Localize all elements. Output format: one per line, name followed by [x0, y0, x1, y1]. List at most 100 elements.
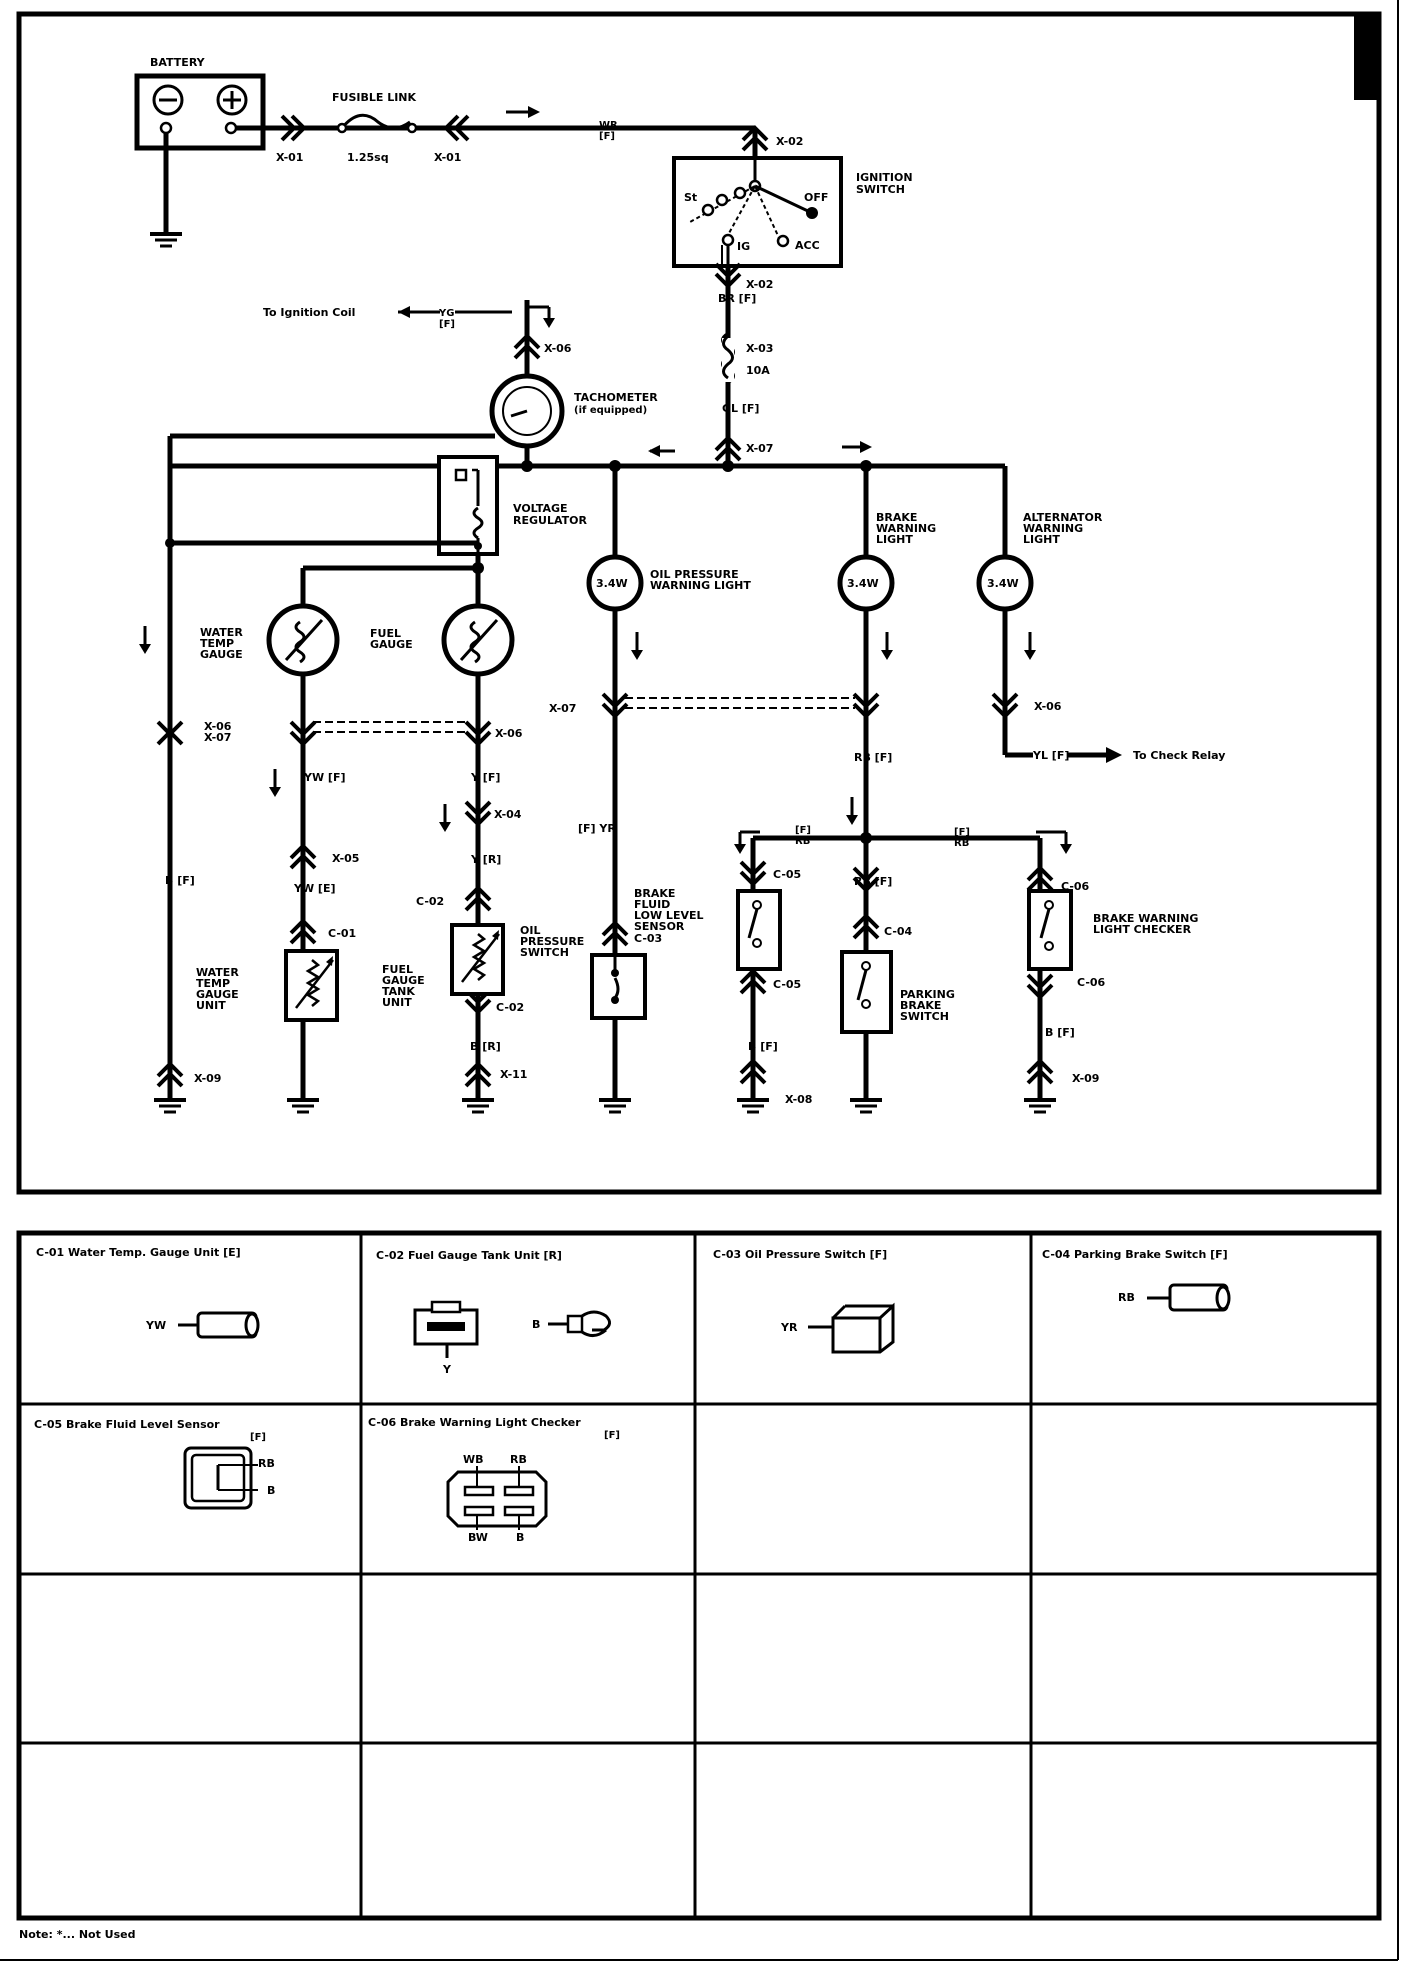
c01-wire: YW — [145, 1319, 166, 1332]
fuel-unit-label-4: UNIT — [382, 996, 412, 1009]
parking-label-3: SWITCH — [900, 1010, 949, 1023]
ignition-off: OFF — [804, 191, 828, 204]
c06-pin-tr: RB — [510, 1453, 527, 1466]
tachometer-label-1: TACHOMETER — [574, 391, 658, 404]
oil-light-label-2: WARNING LIGHT — [650, 579, 751, 592]
brake-light-watt: 3.4W — [847, 577, 879, 590]
ign-coil-color: YG — [438, 308, 454, 319]
ignition-ig: IG — [737, 240, 750, 253]
oil-light-label-1: OIL PRESSURE — [650, 568, 739, 581]
alt-light-label-3: LIGHT — [1023, 533, 1060, 546]
voltage-regulator-label-2: REGULATOR — [513, 514, 587, 527]
ignition-switch — [672, 126, 843, 300]
diagram-frame — [16, 11, 1382, 1195]
water-temp-gauge-unit — [284, 949, 339, 1022]
water-unit-label-1: WATER — [196, 966, 239, 979]
c05-title: C-05 Brake Fluid Level Sensor — [34, 1418, 220, 1431]
c05-pin2: B — [267, 1484, 275, 1497]
x07-top: X-07 — [746, 442, 773, 455]
oil-switch-label-1: OIL — [520, 924, 540, 937]
x07-mid: X-07 — [549, 702, 576, 715]
fuel-unit-label-2: GAUGE — [382, 974, 425, 987]
ign-coil-label: To Ignition Coil — [263, 306, 355, 319]
ign-coil-conn: X-06 — [544, 342, 572, 355]
oil-pressure-warning-light — [586, 466, 855, 1114]
fuel-gauge-label-1: FUEL — [370, 627, 401, 640]
x09-left: X-09 — [194, 1072, 221, 1085]
c05-top: C-05 — [773, 868, 801, 881]
c04-title: C-04 Parking Brake Switch [F] — [1042, 1248, 1228, 1261]
ignition-conn-bottom: X-02 — [746, 278, 773, 291]
rb-right-harness: [F] — [954, 827, 970, 838]
alt-light-label-1: ALTERNATOR — [1023, 511, 1103, 524]
fuel-unit-label-3: TANK — [382, 985, 415, 998]
x11: X-11 — [500, 1068, 527, 1081]
ignition-acc: ACC — [795, 239, 820, 252]
water-gauge-label-2: TEMP — [200, 637, 234, 650]
ignition-st: St — [684, 191, 697, 204]
c06-top: C-06 — [1061, 880, 1090, 893]
fusible-link-wire — [236, 106, 755, 142]
c03: C-03 — [634, 932, 662, 945]
c03-connector-icon — [808, 1302, 895, 1354]
left-conn-b: X-07 — [204, 731, 231, 744]
c06-bottom: C-06 — [1077, 976, 1106, 989]
brake-fluid-label-2: FLUID — [634, 898, 670, 911]
wire-b-f-left: B [F] — [165, 874, 195, 887]
brake-fluid-label-3: LOW LEVEL — [634, 909, 704, 922]
c06-pin-tl: WB — [463, 1453, 484, 1466]
wire-b-f-mid: B [F] — [748, 1040, 778, 1053]
fuel-unit-label-1: FUEL — [382, 963, 413, 976]
brake-light-label-2: WARNING — [876, 522, 936, 535]
check-relay: To Check Relay — [1133, 749, 1225, 762]
wire-yw-f: YW [F] — [303, 771, 346, 784]
ignition-label-2: SWITCH — [856, 183, 905, 196]
water-unit-label-3: GAUGE — [196, 988, 239, 1001]
c06-title: C-06 Brake Warning Light Checker — [368, 1416, 581, 1429]
wire-rb-f: RB [F] — [854, 751, 892, 764]
water-gauge-label-1: WATER — [200, 626, 243, 639]
c03-title: C-03 Oil Pressure Switch [F] — [713, 1248, 887, 1261]
x09-right: X-09 — [1072, 1072, 1099, 1085]
c06-pin-br: B — [516, 1531, 524, 1544]
fusible-link-size: 1.25sq — [347, 151, 389, 164]
c03-wire: YR — [780, 1321, 798, 1334]
c05-pin1: RB — [258, 1457, 275, 1470]
oil-switch-label-2: PRESSURE — [520, 935, 584, 948]
brake-warning-light — [753, 466, 1040, 1114]
wire-yw-e: YW [E] — [293, 882, 336, 895]
rb-left-harness: [F] — [795, 825, 811, 836]
c01-title: C-01 Water Temp. Gauge Unit [E] — [36, 1246, 241, 1259]
c04-wire: RB — [1118, 1291, 1135, 1304]
c04-connector-icon — [1147, 1283, 1231, 1312]
checker-label-2: LIGHT CHECKER — [1093, 923, 1192, 936]
footnote: Note: *... Not Used — [19, 1928, 136, 1941]
c01-connector-icon — [178, 1311, 260, 1339]
brake-warning-light-checker — [1022, 830, 1073, 1114]
c01: C-01 — [328, 927, 356, 940]
c02-wire-right: B — [532, 1318, 540, 1331]
wire-b-r: B [R] — [470, 1040, 501, 1053]
alt-light-watt: 3.4W — [987, 577, 1019, 590]
wire-rb-f2: RB [F] — [854, 875, 892, 888]
wire-gl: GL [F] — [722, 402, 759, 415]
c02-bottom: C-02 — [496, 1001, 524, 1014]
wire-yr: [F] YR — [578, 822, 616, 835]
x08: X-08 — [785, 1093, 812, 1106]
fusible-link-label: FUSIBLE LINK — [332, 91, 417, 104]
fuel-gauge — [441, 603, 515, 1098]
battery — [134, 73, 266, 248]
parking-label-1: PARKING — [900, 988, 955, 1001]
oil-light-watt: 3.4W — [596, 577, 628, 590]
alternator-warning-light — [976, 554, 1122, 763]
brake-fluid-label-4: SENSOR — [634, 920, 685, 933]
ignition-label-1: IGNITION — [856, 171, 913, 184]
ignition-output-wire — [648, 262, 872, 462]
water-unit-label-4: UNIT — [196, 999, 226, 1012]
water-gauge-label-3: GAUGE — [200, 648, 243, 661]
c02-top: C-02 — [416, 895, 444, 908]
x06-alt: X-06 — [1034, 700, 1062, 713]
wire-y-f: Y [F] — [470, 771, 500, 784]
x04: X-04 — [494, 808, 522, 821]
fusible-link-conn-left: X-01 — [276, 151, 303, 164]
